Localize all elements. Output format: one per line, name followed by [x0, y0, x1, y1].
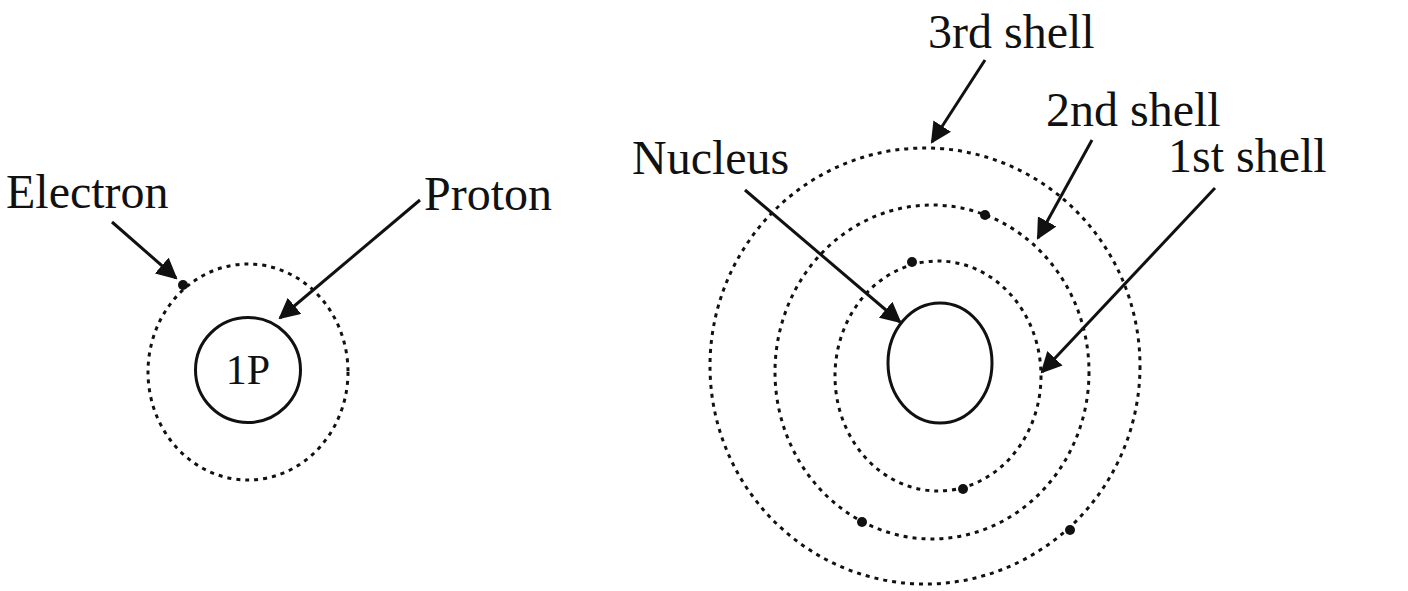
first-shell [835, 261, 1041, 491]
electron-dot [178, 280, 188, 290]
proton-label: Proton [424, 170, 552, 218]
leader-arrow [932, 60, 985, 142]
proton-count: 1P [226, 349, 270, 391]
electron-dot [980, 210, 990, 220]
shell-label: 1st shell [1168, 132, 1327, 180]
electron-orbit [148, 264, 348, 480]
leader-arrow [1042, 188, 1215, 372]
leader-arrow [745, 190, 900, 322]
leader-arrow [1038, 140, 1092, 238]
nucleus-circle [888, 303, 992, 423]
leader-arrow [112, 222, 176, 278]
third-shell [710, 148, 1140, 584]
shell-label: 2nd shell [1046, 86, 1221, 134]
electron-dot [907, 257, 917, 267]
electron-dot [1065, 525, 1075, 535]
shell-label: 3rd shell [928, 8, 1095, 56]
proton-circle: 1P [194, 316, 302, 424]
electron-dot [958, 484, 968, 494]
electron-dot [857, 517, 867, 527]
electron-label: Electron [6, 168, 169, 216]
leader-arrow [280, 200, 420, 318]
nucleus-label: Nucleus [632, 134, 789, 182]
